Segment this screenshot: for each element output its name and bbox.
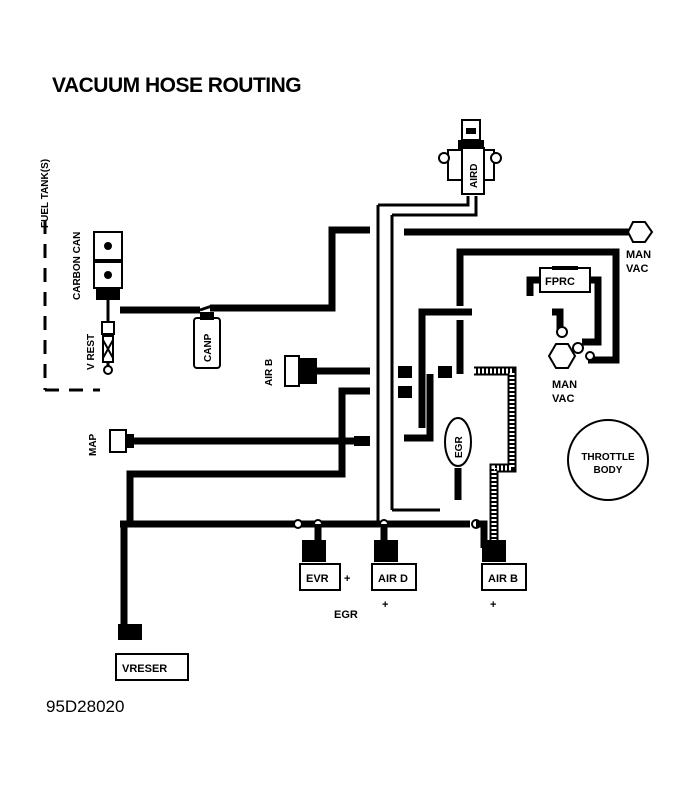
v-rest-valve <box>101 300 115 375</box>
throttle-body-label-line2: BODY <box>594 465 623 476</box>
central-tube <box>376 196 478 526</box>
man-vac-1-label-line1: MAN <box>626 249 651 261</box>
fprc-label: FPRC <box>545 276 575 288</box>
evr-label: EVR <box>306 573 329 585</box>
v-rest-label: V REST <box>86 334 97 370</box>
egr-valve <box>444 417 472 500</box>
man-vac-1-label-line2: VAC <box>626 263 648 275</box>
canp-solenoid <box>193 312 221 369</box>
air-b-left-label: AIR B <box>264 359 275 386</box>
man-vac-1-hose <box>404 221 654 243</box>
man-vac-1-fitting <box>626 221 654 243</box>
carbon-canister <box>93 231 123 300</box>
mid-connectors <box>354 366 452 446</box>
carbon-can-label: CARBON CAN <box>72 232 83 300</box>
svg-text:+: + <box>490 599 496 611</box>
svg-text:+: + <box>382 599 388 611</box>
svg-text:+: + <box>344 573 350 585</box>
canp-label: CANP <box>203 333 214 362</box>
evr-solenoid: + <box>299 540 350 591</box>
egr-valve-label: EGR <box>454 436 465 458</box>
canister-purge-hose <box>120 226 370 314</box>
vreser-label: VRESER <box>122 663 167 675</box>
air-b-right-solenoid: + <box>481 540 527 611</box>
figure-code: 95D28020 <box>46 697 124 716</box>
diagram-title: VACUUM HOSE ROUTING <box>52 74 301 97</box>
map-label: MAP <box>88 433 99 456</box>
air-b-hatched-hose <box>474 366 517 548</box>
air-d-solenoid: + <box>371 540 417 611</box>
air-b-right-label: AIR B <box>488 573 518 585</box>
air-d-label: AIR D <box>378 573 408 585</box>
throttle-body-label-line1: THROTTLE <box>581 452 635 463</box>
fuel-tank-line <box>43 220 100 392</box>
vreser-reservoir <box>115 624 189 681</box>
fprc-hose-network <box>404 248 620 442</box>
man-vac-2-fitting <box>547 326 595 369</box>
aird-label: AIRD <box>469 164 480 188</box>
fprc-solenoid <box>539 266 591 293</box>
map-sensor <box>109 429 370 453</box>
air-b-left-fitting <box>284 355 370 387</box>
egr-below-label: EGR <box>334 609 358 621</box>
aird-valve <box>438 119 502 195</box>
throttle-body <box>567 419 649 501</box>
man-vac-2-label-line1: MAN <box>552 379 577 391</box>
left-hose-network <box>120 387 370 632</box>
man-vac-2-label-line2: VAC <box>552 393 574 405</box>
fuel-tank-label: FUEL TANK(S) <box>40 159 51 228</box>
